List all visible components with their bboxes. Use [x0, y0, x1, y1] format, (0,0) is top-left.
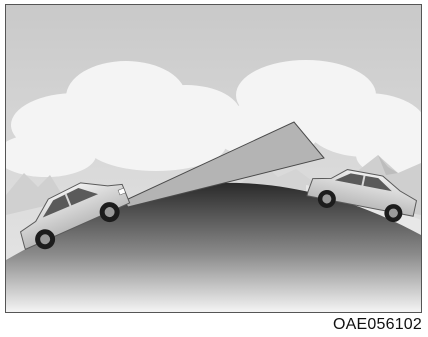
headlight-illustration [5, 4, 422, 313]
figure-code-label: OAE056102 [333, 313, 422, 337]
